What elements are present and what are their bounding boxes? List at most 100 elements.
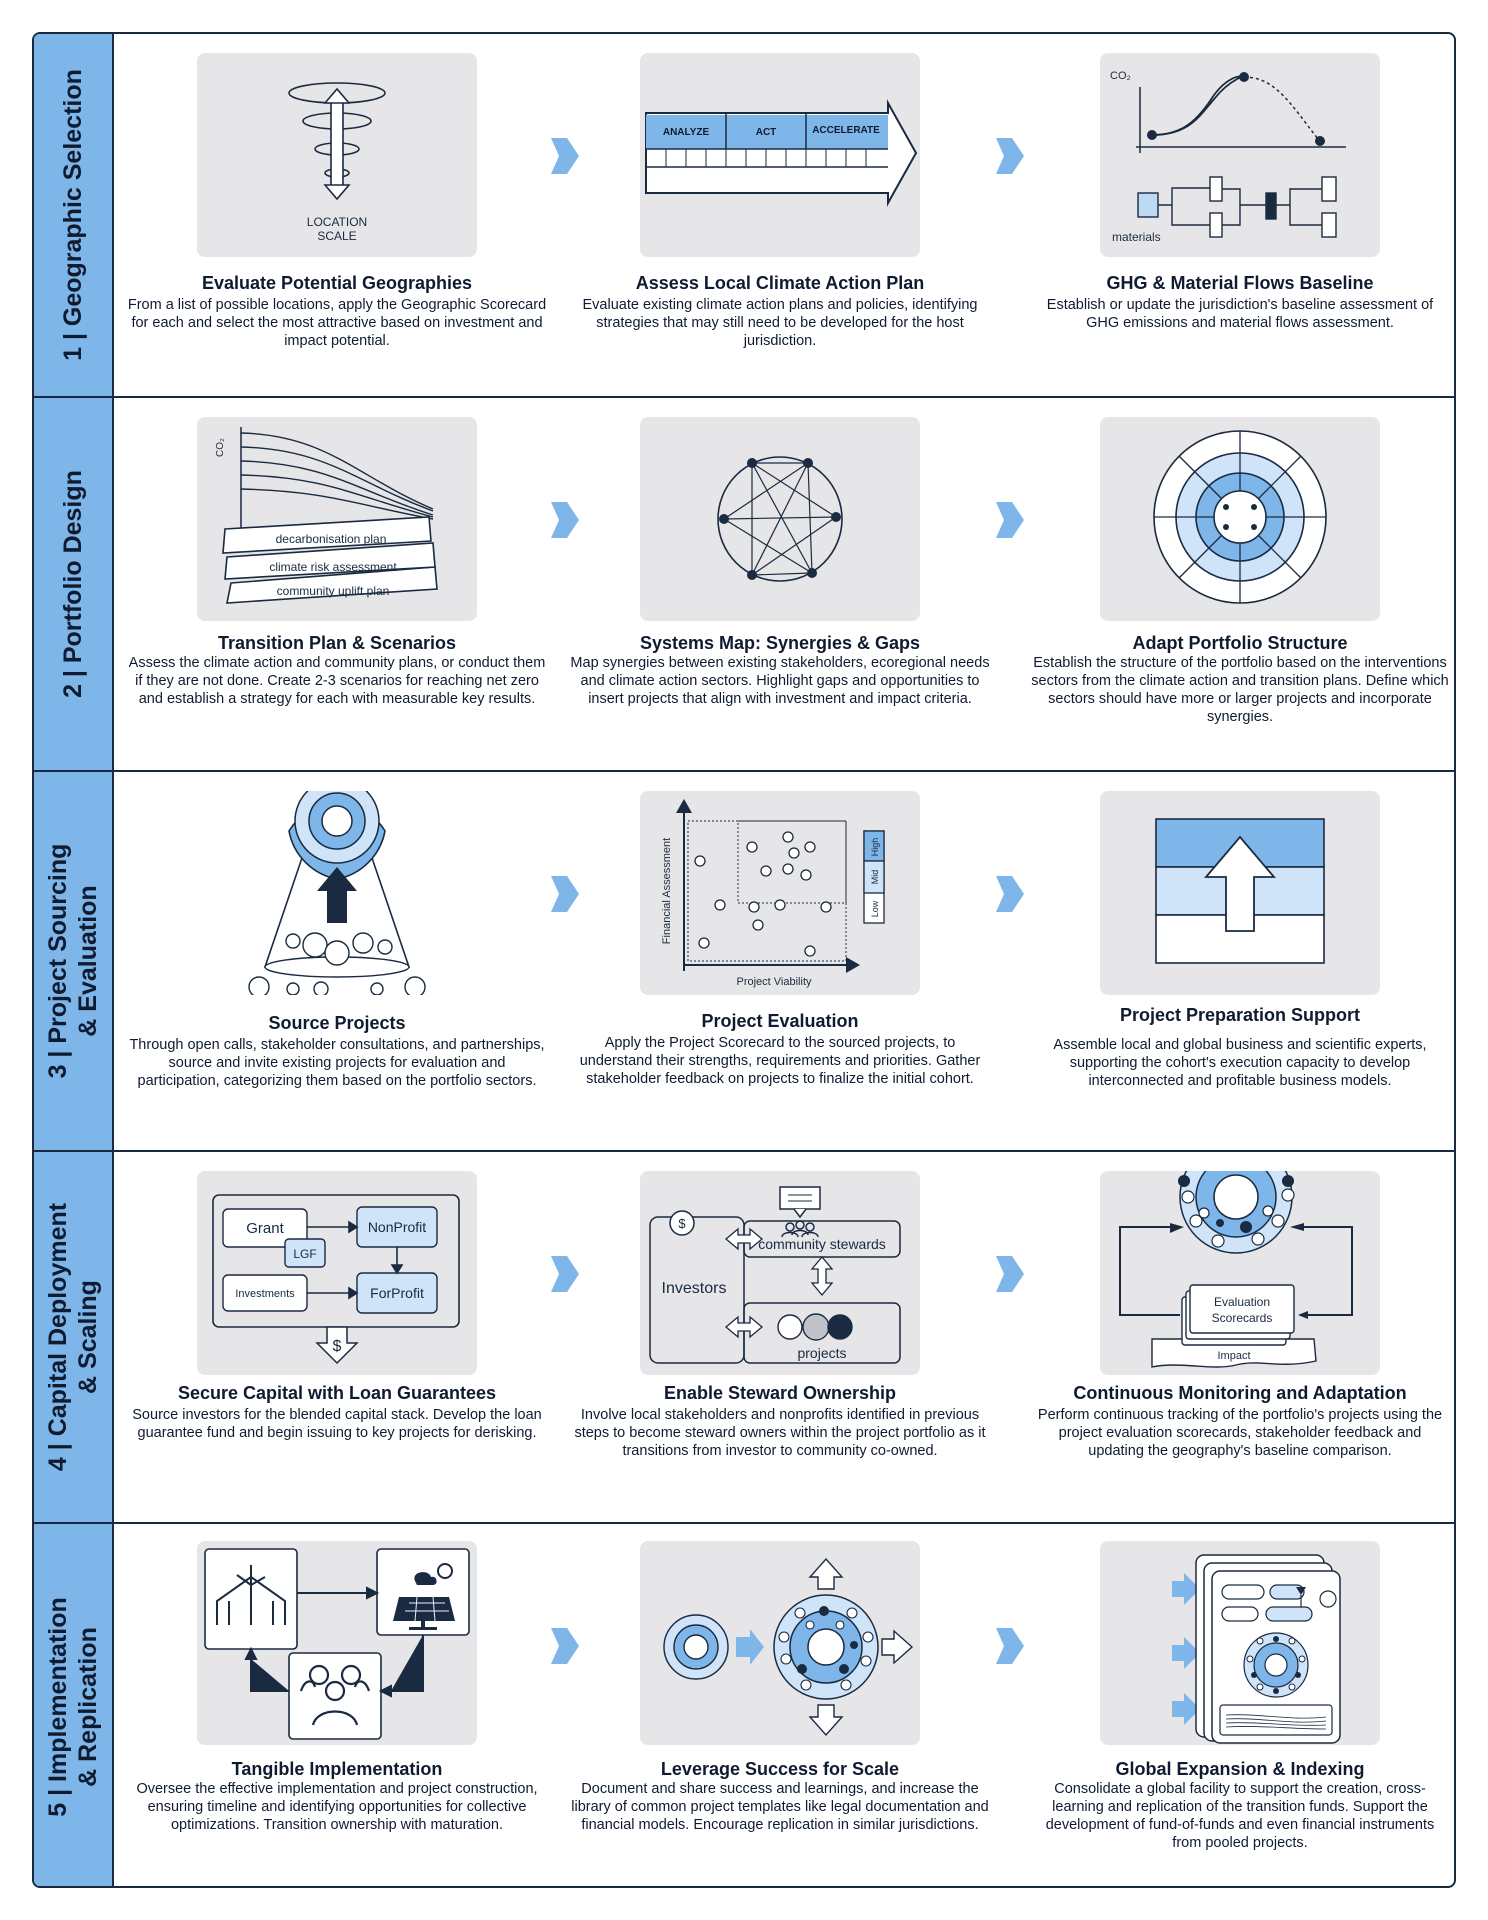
card-ghg-baseline: CO₂ — [1100, 53, 1380, 257]
label-investments: Investments — [235, 1288, 295, 1300]
label-lgf: LGF — [293, 1247, 316, 1261]
step-title: GHG & Material Flows Baseline — [1106, 273, 1374, 293]
dollar-icon: $ — [333, 1338, 342, 1355]
label-nonprofit: NonProfit — [368, 1219, 426, 1235]
label-scale: SCALE — [317, 229, 356, 243]
funnel-sourcing-icon — [248, 791, 426, 995]
label-community-uplift: community uplift plan — [277, 584, 390, 598]
step-description: Evaluate existing climate action plans a… — [582, 297, 978, 349]
card-project-evaluation: High Mid Low Financial Assessment Projec… — [640, 791, 920, 995]
step-title: Systems Map: Synergies & Gaps — [639, 633, 921, 653]
step-title: Assess Local Climate Action Plan — [635, 273, 925, 293]
card-transition-plan: CO₂ decarbonisation plan climate risk as… — [197, 417, 477, 621]
chevron-right-icon — [994, 872, 1026, 916]
label-decarbonisation-plan: decarbonisation plan — [276, 532, 387, 546]
step-description: Document and share success and learnings… — [571, 1781, 989, 1833]
step-description: Consolidate a global facility to support… — [1045, 1781, 1435, 1851]
step-description: Map synergies between existing stakehold… — [570, 655, 990, 707]
card-systems-map — [640, 417, 920, 621]
label-investors: Investors — [662, 1280, 727, 1297]
label-act: ACT — [756, 127, 777, 138]
label-projects: projects — [797, 1345, 846, 1361]
phase-3-label: 3 | Project Sourcing & Evaluation — [34, 772, 114, 1150]
step-description: Through open calls, stakeholder consulta… — [129, 1037, 545, 1089]
step-title: Evaluate Potential Geographies — [201, 273, 473, 293]
phase-4-row: 4 | Capital Deployment & Scaling Grant L… — [34, 1152, 1454, 1524]
step-description: Establish the structure of the portfolio… — [1031, 655, 1449, 725]
step-title: Global Expansion & Indexing — [1115, 1759, 1365, 1779]
card-portfolio-structure — [1100, 417, 1380, 621]
phase-2-label: 2 | Portfolio Design — [34, 398, 114, 770]
label-community-stewards: community stewards — [758, 1236, 886, 1252]
dollar-icon: $ — [678, 1216, 686, 1231]
step-title: Tangible Implementation — [231, 1759, 443, 1779]
rising-arrow-layers-icon — [1155, 818, 1325, 964]
step-description: Establish or update the jurisdiction's b… — [1046, 297, 1434, 331]
step-title: Enable Steward Ownership — [663, 1383, 897, 1403]
phase-4-label: 4 | Capital Deployment & Scaling — [34, 1152, 114, 1522]
phase-4-title: 4 | Capital Deployment & Scaling — [44, 1202, 102, 1472]
label-co2: CO₂ — [1110, 70, 1131, 82]
phase-3-title: 3 | Project Sourcing & Evaluation — [44, 843, 102, 1079]
analyze-act-accelerate-arrow-icon: ANALYZE ACT ACCELERATE — [645, 99, 918, 207]
label-low: Low — [870, 900, 880, 917]
label-co2: CO₂ — [215, 438, 226, 457]
card-evaluate-geographies: LOCATION SCALE — [197, 53, 477, 257]
step-description: Involve local stakeholders and nonprofit… — [574, 1407, 986, 1459]
card-project-preparation — [1100, 791, 1380, 995]
chevron-right-icon — [994, 1624, 1026, 1668]
chevron-right-icon — [549, 872, 581, 916]
step-description: Perform continuous tracking of the portf… — [1037, 1407, 1443, 1459]
step-title: Project Evaluation — [701, 1011, 859, 1031]
process-diagram-frame: 1 | Geographic Selection LOCATION SCALE … — [32, 32, 1456, 1888]
capital-flow-icon: Grant LGF NonProfit Investments ForProfi… — [212, 1194, 460, 1365]
card-continuous-monitoring: Evaluation Scorecards Impact — [1100, 1171, 1380, 1375]
network-graph-icon — [717, 456, 843, 582]
label-analyze: ANALYZE — [663, 127, 710, 138]
step-description: Oversee the effective implementation and… — [136, 1781, 538, 1833]
label-climate-risk: climate risk assessment — [269, 560, 397, 574]
portfolio-rings-icon — [1153, 430, 1327, 604]
step-description: Assemble local and global business and s… — [1053, 1037, 1427, 1089]
card-climate-action-plan: ANALYZE ACT ACCELERATE — [640, 53, 920, 257]
monitoring-loop-icon: Evaluation Scorecards Impact — [1119, 1171, 1353, 1368]
step-title: Transition Plan & Scenarios — [217, 633, 457, 653]
step-description: Apply the Project Scorecard to the sourc… — [579, 1035, 981, 1087]
fund-of-funds-stack-icon — [1172, 1554, 1341, 1744]
scale-replication-icon — [663, 1557, 914, 1737]
chevron-right-icon — [549, 134, 581, 178]
step-title: Adapt Portfolio Structure — [1132, 633, 1348, 653]
step-description: From a list of possible locations, apply… — [127, 297, 547, 349]
label-materials: materials — [1112, 230, 1161, 244]
label-project-viability: Project Viability — [737, 976, 812, 988]
label-mid: Mid — [870, 870, 880, 885]
step-title: Project Preparation Support — [1119, 1005, 1361, 1025]
steward-ownership-icon: $ community stewards Investors projects — [649, 1186, 901, 1364]
card-leverage-success — [640, 1541, 920, 1745]
label-scorecards: Scorecards — [1212, 1311, 1273, 1325]
phase-5-title: 5 | Implementation & Replication — [44, 1597, 102, 1817]
phase-5-row: 5 | Implementation & Replication — [34, 1524, 1454, 1886]
chevron-right-icon — [549, 1252, 581, 1296]
card-tangible-implementation — [197, 1541, 477, 1745]
stacked-plans-icon: CO₂ decarbonisation plan climate risk as… — [215, 427, 438, 604]
step-description: Source investors for the blended capital… — [132, 1407, 542, 1441]
phase-2-title: 2 | Portfolio Design — [59, 470, 87, 698]
card-global-expansion — [1100, 1541, 1380, 1745]
label-accelerate: ACCELERATE — [812, 125, 880, 136]
label-evaluation: Evaluation — [1214, 1295, 1270, 1309]
card-secure-capital: Grant LGF NonProfit Investments ForProfi… — [197, 1171, 477, 1375]
phase-1-row: 1 | Geographic Selection LOCATION SCALE … — [34, 34, 1454, 398]
card-source-projects — [197, 791, 477, 995]
step-title: Source Projects — [268, 1013, 406, 1033]
phase-5-label: 5 | Implementation & Replication — [34, 1524, 114, 1886]
label-financial-assessment: Financial Assessment — [661, 838, 673, 944]
phase-1-title: 1 | Geographic Selection — [59, 69, 87, 361]
label-forprofit: ForProfit — [370, 1285, 424, 1301]
chevron-right-icon — [549, 498, 581, 542]
phase-3-row: 3 | Project Sourcing & Evaluation Source… — [34, 772, 1454, 1152]
step-title: Secure Capital with Loan Guarantees — [177, 1383, 497, 1403]
label-high: High — [870, 838, 880, 857]
label-impact: Impact — [1217, 1350, 1250, 1362]
implementation-cycle-icon — [204, 1548, 470, 1740]
